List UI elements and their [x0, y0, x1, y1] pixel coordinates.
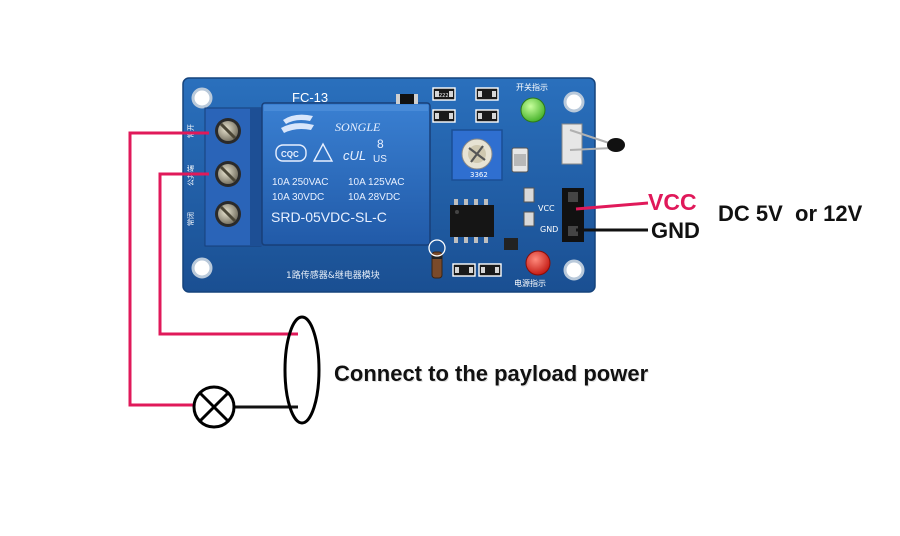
- relay-us-mark: US: [373, 154, 387, 165]
- sensor-component: [561, 123, 625, 165]
- wire-com-to-source: [158, 172, 298, 336]
- screw-terminal-block: 常开 公共端 常闭: [186, 107, 264, 247]
- relay-rating-125vac: 10A 125VAC: [348, 177, 405, 188]
- switch-indicator-label: 开关指示: [516, 82, 548, 92]
- screw-terminal-nc: [215, 201, 241, 227]
- screw-terminal-no: [215, 118, 241, 144]
- screw-terminal-com: [215, 161, 241, 187]
- potentiometer: 3362: [451, 129, 503, 181]
- relay-cqc-mark: CQC: [281, 150, 299, 159]
- relay-cert-number: 8: [377, 137, 384, 151]
- supply-voltage-label: DC 5V or 12V: [718, 201, 863, 226]
- payload-power-label: Connect to the payload power: [334, 361, 649, 386]
- relay-module-board: FC-13 1路传感器&继电器模块 常开 公共端 常闭: [182, 77, 625, 293]
- smd-components: 222: [396, 87, 535, 279]
- switch-indicator-led: 开关指示: [516, 82, 548, 123]
- smd-code-label: 222: [439, 93, 449, 99]
- vcc-label: VCC: [648, 189, 697, 215]
- relay-component: SONGLE CQC cUL 8 US 10A 250VAC 10A 125VA…: [261, 102, 431, 246]
- relay-ul-mark: cUL: [343, 148, 366, 163]
- relay-logo-icon: [281, 114, 314, 133]
- load-circuit-wires: [128, 131, 298, 409]
- terminal-label-nc: 常闭: [186, 212, 195, 226]
- relay-rating-28vdc: 10A 28VDC: [348, 192, 400, 203]
- lamp-icon: [192, 385, 236, 429]
- power-indicator-led: 电源指示: [514, 250, 551, 288]
- board-silkscreen-label: 1路传感器&继电器模块: [286, 269, 380, 281]
- terminal-label-no: 常开: [186, 124, 195, 138]
- relay-brand: SONGLE: [335, 120, 381, 134]
- relay-part-number: SRD-05VDC-SL-C: [271, 209, 387, 225]
- pin-gnd-silk: GND: [540, 225, 558, 234]
- wire-no-to-lamp: [128, 131, 209, 407]
- relay-cert-icons: CQC cUL 8 US: [275, 137, 387, 165]
- ac-power-source-icon: [283, 315, 321, 425]
- pin-vcc-silk: VCC: [538, 204, 555, 213]
- ic-chip: [450, 199, 494, 243]
- board-model-label: FC-13: [292, 90, 328, 105]
- relay-rating-30vdc: 10A 30VDC: [272, 192, 324, 203]
- relay-rating-250vac: 10A 250VAC: [272, 177, 329, 188]
- supply-wires: [575, 201, 649, 232]
- potentiometer-code: 3362: [470, 171, 488, 179]
- gnd-label: GND: [651, 218, 700, 243]
- wire-vcc: [575, 201, 649, 211]
- power-indicator-label: 电源指示: [514, 278, 546, 288]
- mounting-holes: [191, 87, 585, 281]
